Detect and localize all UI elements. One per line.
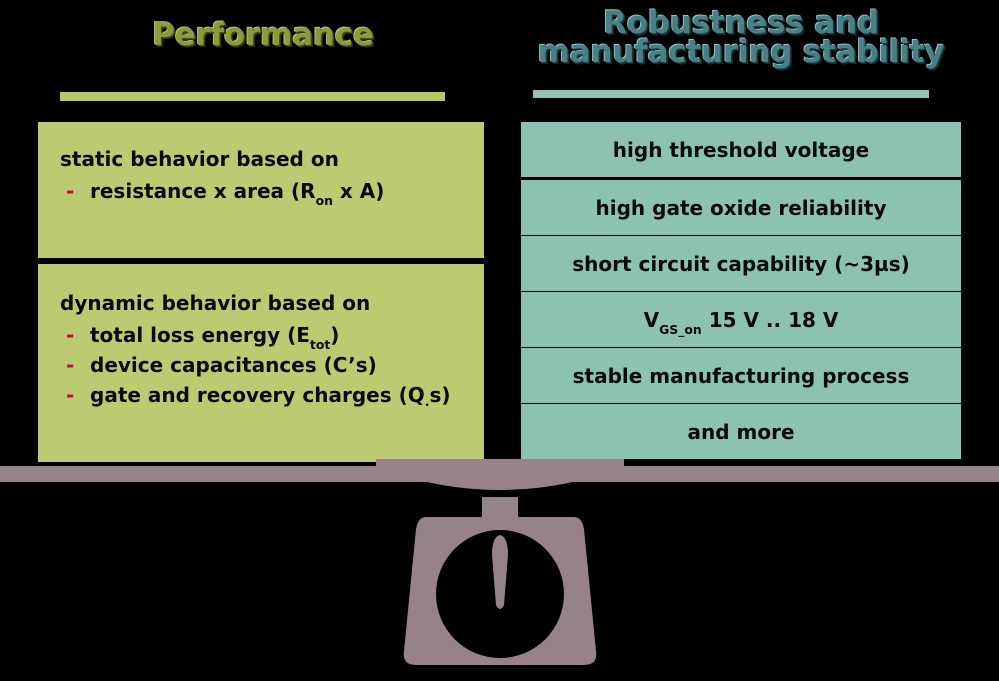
list-item: - resistance x area (Ron x A) — [60, 178, 484, 207]
row-text: high gate oxide reliability — [596, 196, 887, 220]
performance-dynamic-box: dynamic behavior based on - total loss e… — [38, 264, 484, 462]
list-item: high gate oxide reliability — [521, 180, 961, 235]
row-text-pre: short circuit capability (~3µs) — [572, 251, 910, 276]
list-item: - total loss energy (Etot) — [60, 322, 484, 351]
page-title-robustness-line1: Robustness and — [603, 5, 879, 41]
balance-scale-icon — [376, 459, 624, 665]
bullet-text-post: s) — [429, 382, 451, 407]
bullet-text-post: x A) — [332, 178, 385, 203]
row-text: high threshold voltage — [613, 138, 869, 162]
title-underline-left — [60, 92, 445, 101]
title-underline-right — [533, 90, 929, 98]
bullet-dash-icon: - — [66, 352, 75, 377]
row-text: short circuit capability (~3µs) — [572, 252, 910, 276]
bullet-text-sub: on — [315, 193, 333, 209]
static-behavior-heading: static behavior based on — [60, 147, 339, 171]
dynamic-behavior-heading: dynamic behavior based on — [60, 291, 371, 315]
bullet-dash-icon: - — [66, 178, 75, 203]
bullet-text: resistance x area (Ron x A) — [90, 178, 484, 207]
bullet-text: gate and recovery charges (Q·s) — [90, 382, 484, 411]
row-text: and more — [687, 420, 794, 444]
row-text: stable manufacturing process — [573, 364, 910, 388]
row-text-pre: high threshold voltage — [612, 137, 870, 162]
list-item: high threshold voltage — [521, 122, 961, 177]
page-title-robustness: Robustness and manufacturing stability — [521, 5, 961, 70]
list-item: VGS_on 15 V .. 18 V — [521, 292, 961, 347]
row-text-pre: V — [643, 307, 660, 332]
bullet-text-post: ) — [330, 322, 340, 347]
row-text-pre: high gate oxide reliability — [595, 195, 887, 220]
bullet-text-pre: gate and recovery charges (Q — [90, 382, 425, 407]
page-title-performance: Performance — [152, 17, 374, 53]
list-item: - gate and recovery charges (Q·s) — [60, 382, 484, 411]
bullet-text-pre: total loss energy (E — [90, 322, 310, 347]
bullet-text: device capacitances (C’s) — [90, 353, 484, 378]
performance-static-box: static behavior based on - resistance x … — [38, 122, 484, 258]
bullet-text-sub: · — [424, 397, 430, 413]
row-text: VGS_on 15 V .. 18 V — [643, 307, 839, 336]
bullet-text-sub: tot — [309, 337, 331, 353]
bullet-text-pre: device capacitances (C’s) — [90, 352, 377, 377]
bullet-text: total loss energy (Etot) — [90, 322, 484, 351]
bullet-dash-icon: - — [66, 322, 75, 347]
list-item: stable manufacturing process — [521, 348, 961, 403]
row-text-sub: GS_on — [659, 322, 702, 338]
row-text-pre: stable manufacturing process — [572, 363, 910, 388]
bullet-dash-icon: - — [66, 382, 75, 407]
list-item: - device capacitances (C’s) — [60, 353, 484, 378]
bullet-text-pre: resistance x area (R — [90, 178, 316, 203]
list-item: short circuit capability (~3µs) — [521, 236, 961, 291]
row-text-post: 15 V .. 18 V — [701, 307, 839, 332]
row-text-pre: and more — [687, 419, 795, 444]
list-item: and more — [521, 404, 961, 459]
page-title-robustness-line2: manufacturing stability — [537, 33, 945, 70]
